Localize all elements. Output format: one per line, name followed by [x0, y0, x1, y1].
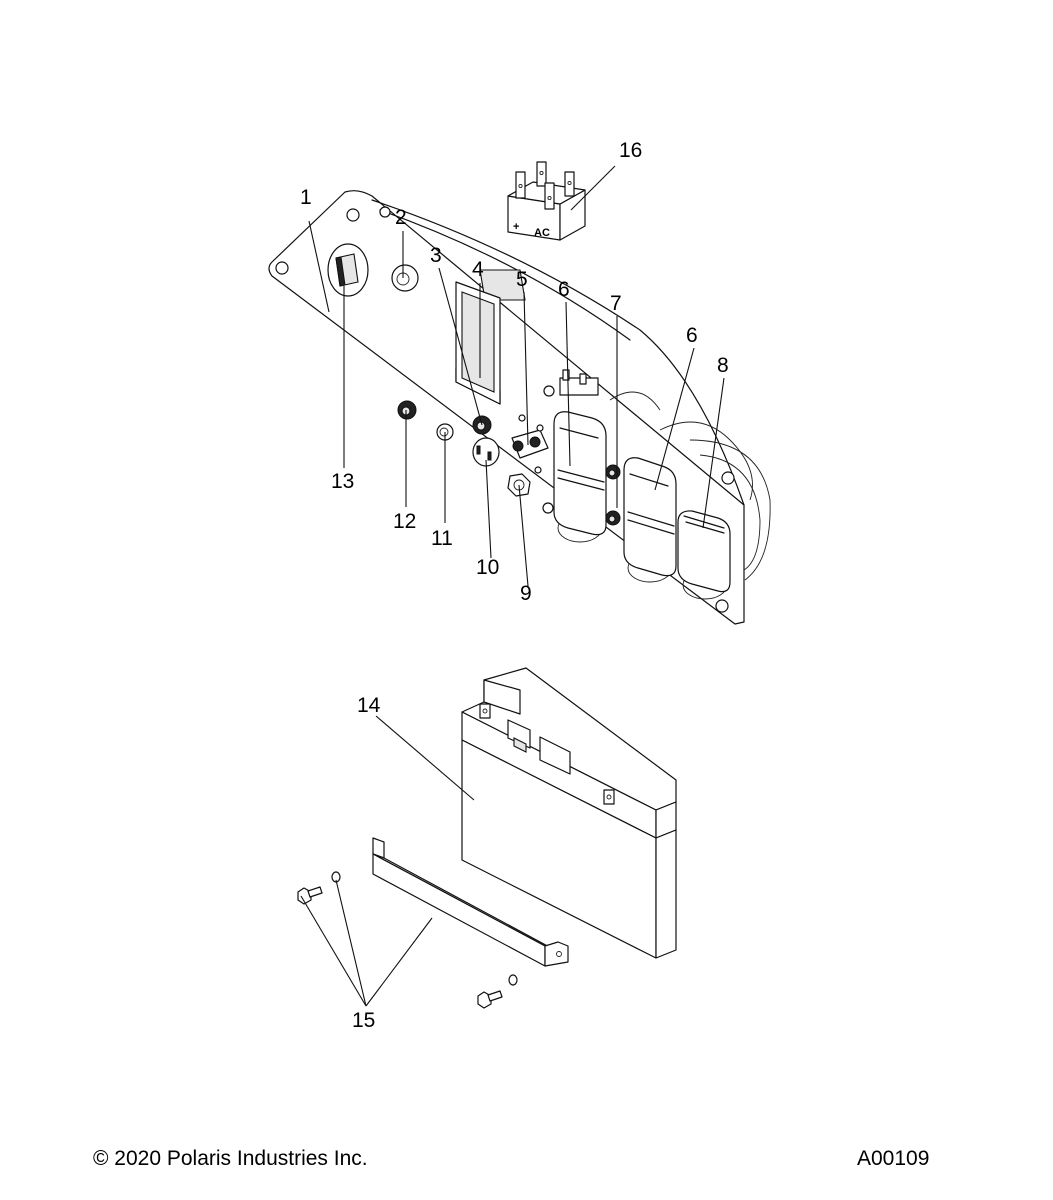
callout-9: 9 [520, 582, 532, 605]
figure-id: A00109 [857, 1147, 930, 1170]
display-meter [455, 281, 501, 405]
circuit-breaker-button [391, 264, 419, 292]
callout-15: 15 [352, 1009, 375, 1032]
bolt-right [477, 990, 503, 1009]
callout-1: 1 [300, 186, 312, 209]
callout-11: 11 [431, 527, 453, 550]
outlet-with-cover-1 [553, 411, 607, 543]
callout-5: 5 [516, 268, 528, 291]
washer-right [508, 974, 518, 986]
callout-2: 2 [395, 206, 407, 229]
callout-6a: 6 [558, 278, 570, 301]
outlet-with-cover-30a [677, 510, 731, 600]
rectifier-plus-label: + [513, 221, 519, 233]
leader-lines [300, 165, 725, 1007]
battery [461, 667, 677, 959]
callout-7: 7 [610, 292, 622, 315]
copyright-notice: © 2020 Polaris Industries Inc. [93, 1147, 368, 1170]
dc-terminal [511, 414, 549, 474]
callout-3: 3 [430, 244, 442, 267]
bridge-rectifier: + AC [507, 161, 586, 241]
callout-10: 10 [476, 556, 499, 579]
callout-16: 16 [619, 139, 642, 162]
callout-8: 8 [717, 354, 729, 377]
outlet-with-cover-2 [623, 457, 677, 583]
knurled-nut-12 [397, 400, 417, 420]
callout-12: 12 [393, 510, 416, 533]
callout-14: 14 [357, 694, 381, 717]
rectifier-ac-label: AC [534, 227, 550, 239]
callout-6b: 6 [686, 324, 698, 347]
battery-bracket [372, 837, 569, 967]
callout-13: 13 [331, 470, 354, 493]
callout-labels: 1 2 3 4 5 6 7 6 8 9 10 11 12 13 14 15 16 [300, 139, 729, 1032]
callout-4: 4 [472, 258, 484, 281]
rotary-switch-knob [327, 243, 369, 297]
bolt-left [297, 886, 323, 905]
